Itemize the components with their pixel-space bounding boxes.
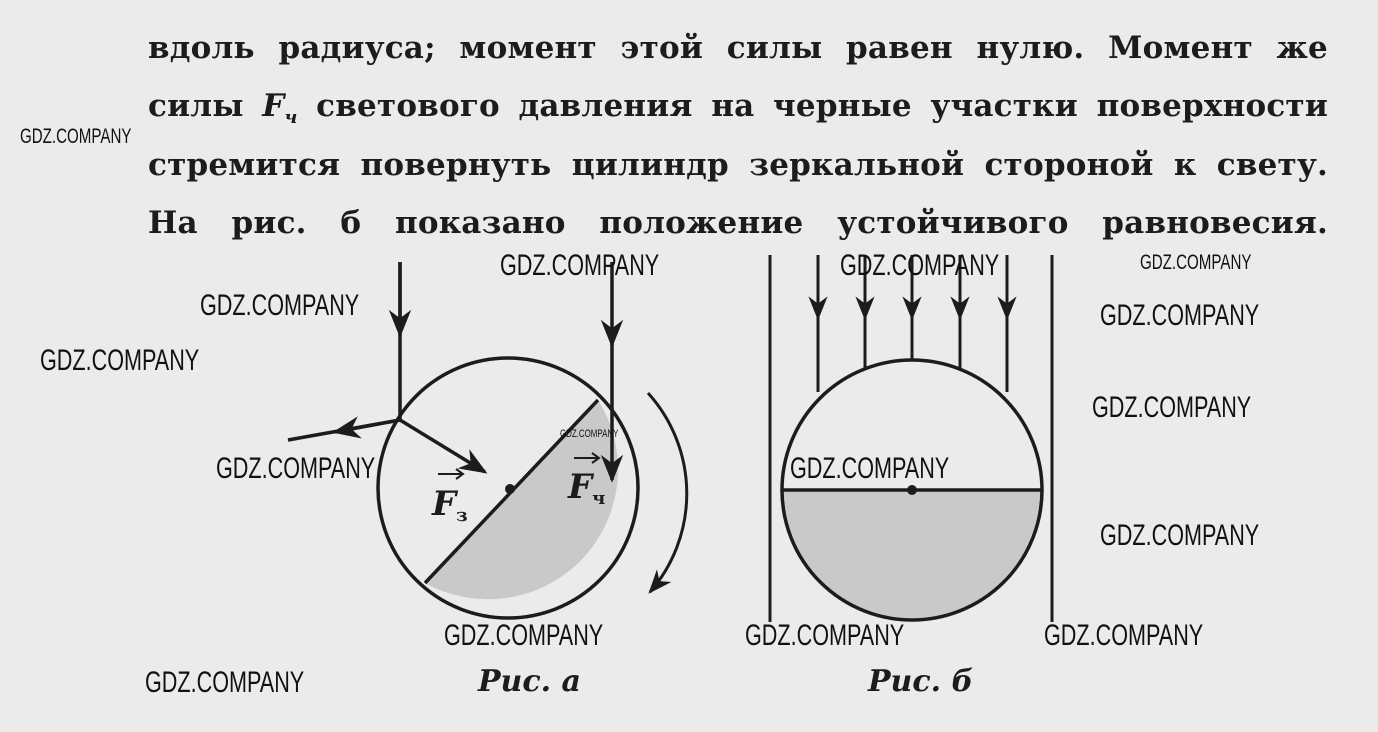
text-line-1: вдоль радиуса; момент этой силы равен ну…: [148, 30, 1328, 66]
center-a: [505, 484, 515, 494]
watermark: GDZ.COMPANY: [216, 452, 376, 485]
caption-fig-b: Рис. б: [868, 664, 974, 699]
vector-bar-icon: [574, 452, 601, 464]
watermark: GDZ.COMPANY: [200, 289, 360, 322]
watermark: GDZ.COMPANY: [1044, 619, 1204, 652]
force-letter: F: [262, 88, 285, 124]
text-line-2: силы Fч светового давления на черные уча…: [148, 88, 1329, 127]
watermark: GDZ.COMPANY: [1140, 251, 1252, 274]
watermark: GDZ.COMPANY: [20, 125, 132, 148]
watermark: GDZ.COMPANY: [1100, 519, 1260, 552]
watermark: GDZ.COMPANY: [840, 249, 1000, 282]
watermark: GDZ.COMPANY: [1092, 391, 1252, 424]
force-mirror-arrow: [399, 418, 488, 474]
watermark: GDZ.COMPANY: [560, 428, 619, 440]
watermark: GDZ.COMPANY: [145, 666, 305, 699]
vector-bar-icon: [438, 468, 465, 480]
watermark: GDZ.COMPANY: [1100, 299, 1260, 332]
text-line-4: На рис. б показано положение устойчивого…: [148, 205, 1328, 241]
watermark: GDZ.COMPANY: [790, 452, 950, 485]
text-fragment: светового давления на черные участки пов…: [297, 88, 1329, 124]
caption-fig-a: Рис. а: [478, 664, 581, 699]
watermark: GDZ.COMPANY: [500, 249, 660, 282]
black-half: [425, 400, 619, 600]
figure-b: [768, 255, 1054, 622]
rotation-arrow: [646, 391, 689, 594]
reflected-ray-arrow: [332, 416, 401, 439]
text-line-3: стремится повернуть цилиндр зеркальной с…: [148, 147, 1328, 183]
black-half-b: [782, 490, 1042, 620]
center-b: [907, 485, 917, 495]
cylinder-a: [376, 356, 640, 620]
watermark: GDZ.COMPANY: [444, 619, 604, 652]
label-f-black: Fч: [567, 467, 605, 509]
text-fragment: силы: [148, 88, 263, 124]
watermark: GDZ.COMPANY: [745, 619, 905, 652]
figure-a: Fз Fч: [287, 262, 689, 620]
force-symbol: Fч: [262, 88, 297, 127]
watermark: GDZ.COMPANY: [40, 344, 200, 377]
label-f-mirror: Fз: [431, 484, 468, 526]
force-subscript: ч: [284, 107, 298, 129]
